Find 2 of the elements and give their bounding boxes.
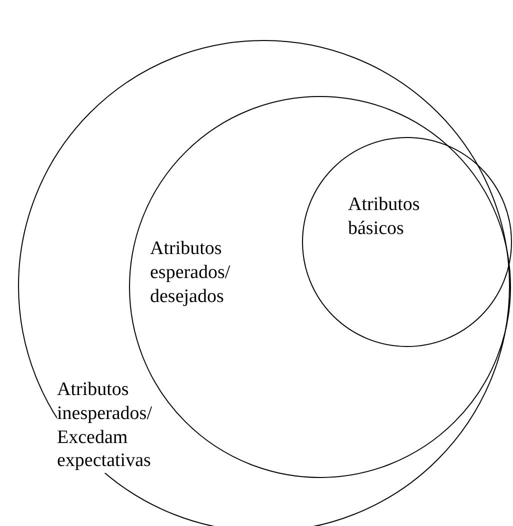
- inner-circle: [302, 137, 512, 347]
- outer-circle: [18, 40, 510, 526]
